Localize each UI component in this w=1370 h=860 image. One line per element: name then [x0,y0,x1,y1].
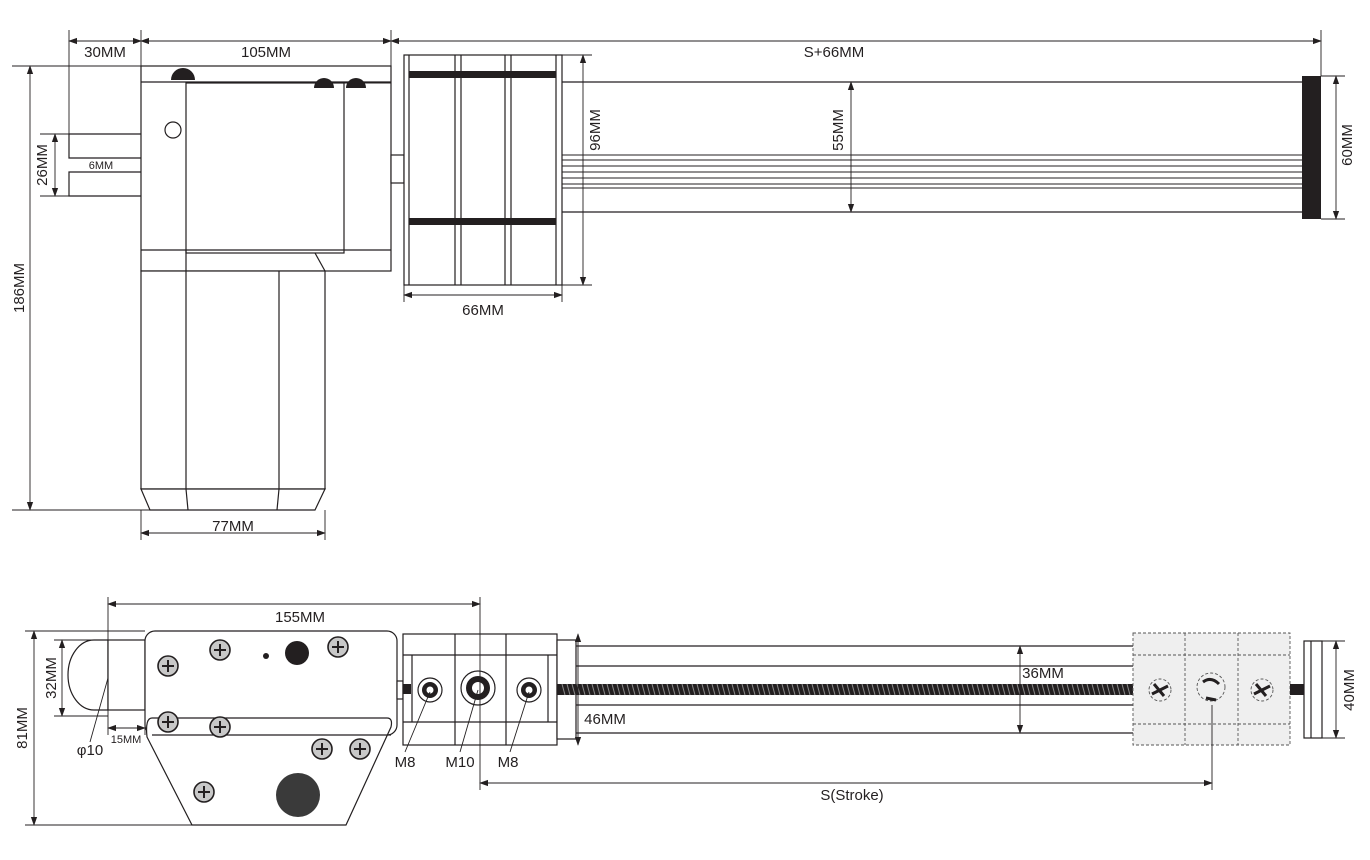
nut-block-phantom [1132,632,1304,746]
side-tube [557,645,1133,734]
dim-label-105: 105MM [241,44,291,61]
dimension-lines [26,37,1340,537]
thread-label-m10: M10 [445,754,474,771]
mount-holes [417,670,542,706]
extension-lines [12,30,1345,540]
dim-label-phi10: φ10 [77,742,103,759]
dim-label-36: 36MM [1022,665,1064,682]
screw-icon [349,738,371,760]
dim-label-46: 46MM [584,711,626,728]
dim-label-77: 77MM [212,518,254,535]
indicator-hole [164,121,182,139]
dim-label-6: 6MM [89,160,113,172]
outer-tube [562,81,1302,213]
dim-label-96: 96MM [587,109,604,151]
dim-label-66: 66MM [462,302,504,319]
motor-port [285,641,309,665]
end-cap [1302,76,1321,219]
side-housing [144,630,398,826]
dim-label-26: 26MM [34,144,51,186]
dim-label-32: 32MM [43,657,60,699]
dim-label-15: 15MM [111,734,142,746]
screws [157,636,371,803]
motor-body [140,270,326,511]
rear-cap [67,639,146,711]
motor-housing [140,65,392,272]
mount-bracket [403,54,563,286]
screw-icon [157,711,179,733]
rod-end [1303,640,1323,739]
dim-label-60: 60MM [1339,124,1356,166]
dim-label-55: 55MM [830,109,847,151]
screw-icon [193,781,215,803]
screw-icon [311,738,333,760]
screw-icon [327,636,349,658]
dim-label-186: 186MM [11,263,28,313]
cable-gland [276,773,320,817]
screw-icon [157,655,179,677]
dim-label-155: 155MM [275,609,325,626]
top-view: 30MM 105MM S+66MM 186MM 26MM 6MM 96MM 55… [11,30,1356,540]
dim-label-stroke-plus: S+66MM [804,44,864,61]
thread-label-m8-right: M8 [498,754,519,771]
screw-icon [209,639,231,661]
dim-label-stroke: S(Stroke) [820,787,883,804]
dim-label-40: 40MM [1341,669,1358,711]
thread-label-m8-left: M8 [395,754,416,771]
side-view: 155MM 81MM 32MM φ10 15MM 36MM 46MM 40MM … [14,597,1358,826]
side-dimension-lines [30,600,1340,826]
screw-icon [209,716,231,738]
dim-label-30: 30MM [84,44,126,61]
dim-label-81: 81MM [14,707,31,749]
